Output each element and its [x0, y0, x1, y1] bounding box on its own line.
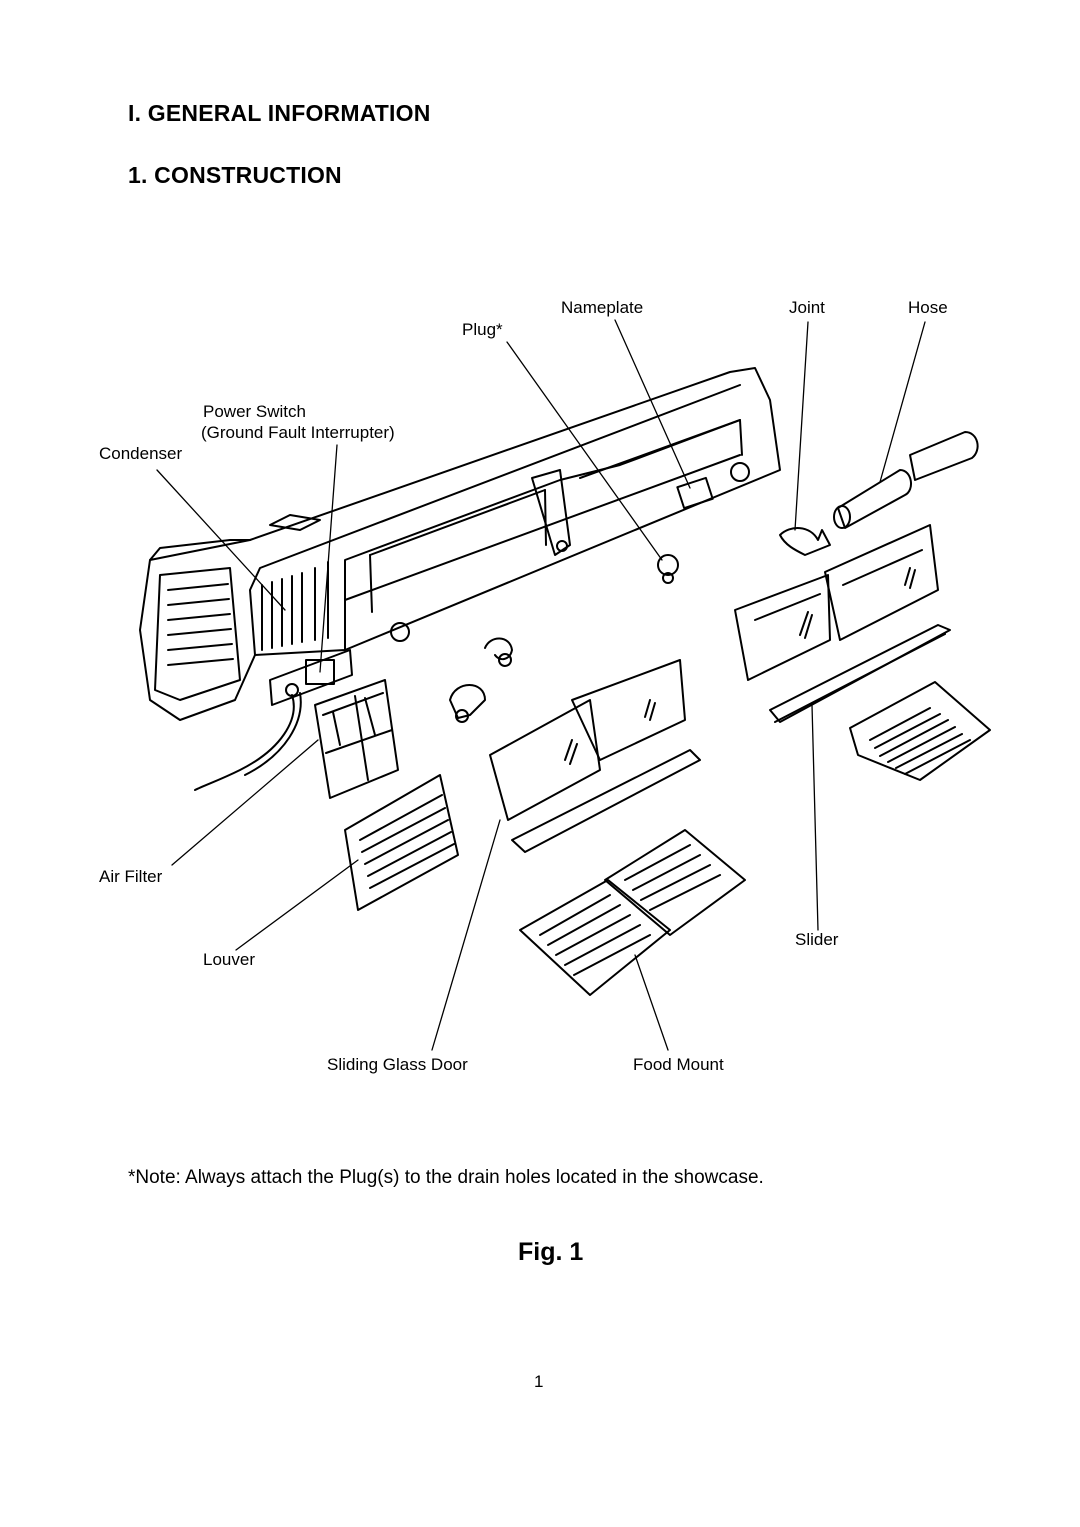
label-slider: Slider — [795, 930, 839, 949]
label-food-mount: Food Mount — [633, 1055, 724, 1074]
air-filter-part — [314, 679, 399, 799]
center-food-mount — [519, 829, 746, 996]
label-hose: Hose — [908, 298, 948, 317]
center-glass-doors — [489, 659, 701, 853]
page-number: 1 — [534, 1372, 544, 1391]
label-louver: Louver — [203, 950, 255, 969]
label-sliding-glass-door: Sliding Glass Door — [327, 1055, 468, 1074]
leader-lines — [156, 319, 926, 1051]
right-slider-and-food-mount — [769, 624, 991, 781]
label-air-filter: Air Filter — [99, 867, 163, 886]
label-condenser: Condenser — [99, 444, 183, 463]
note-text: *Note: Always attach the Plug(s) to the … — [128, 1167, 764, 1188]
label-power-switch: Power Switch — [203, 402, 306, 421]
section-heading: I. GENERAL INFORMATION — [128, 100, 431, 126]
louver-part — [344, 774, 459, 911]
accessory-parts — [449, 431, 979, 723]
label-joint: Joint — [789, 298, 825, 317]
label-ground-fault-interrupter: (Ground Fault Interrupter) — [201, 423, 395, 442]
label-nameplate: Nameplate — [561, 298, 644, 317]
right-glass-doors — [734, 524, 939, 681]
figure-caption: Fig. 1 — [518, 1238, 584, 1266]
label-plug: Plug* — [462, 320, 503, 339]
subsection-heading: 1. CONSTRUCTION — [128, 162, 342, 188]
showcase-body — [139, 367, 781, 791]
